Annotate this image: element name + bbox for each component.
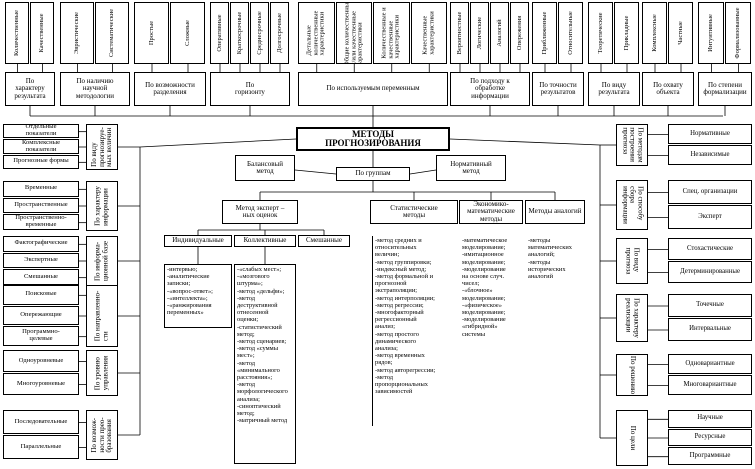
groups-to-normative	[409, 169, 437, 175]
left-item-l3-1: Экспертные	[3, 252, 79, 269]
top-item-t4-3: Долгосрочные	[270, 2, 289, 64]
top-category-t8: По виду результата	[588, 72, 640, 106]
top-category-t6: По подходу к обработке информации	[450, 72, 530, 106]
right-category-r3: По виду прогноза	[616, 238, 648, 284]
left-category-l3: По информа- ционной базе	[86, 236, 118, 286]
top-item-t2-0: Эвристические	[60, 2, 94, 64]
left-item-l1-2: Прогнозные формы	[3, 154, 79, 169]
right-item-r1-1: Независимые	[668, 145, 752, 165]
left-item-l1-1: Комплексные показатели	[3, 139, 79, 154]
individual-methods-list: -интервью; -аналитические записки; -«воп…	[164, 264, 232, 328]
left-category-l4: По направленно- сти	[86, 285, 118, 347]
top-category-t5: По используемым переменным	[298, 72, 448, 106]
statistical-methods: Статистические методы	[370, 200, 458, 224]
top-item-t7-0: Приближенные	[532, 2, 557, 64]
top-item-t8-0: Теоретические	[588, 2, 613, 64]
right-item-r3-1: Детерминированные	[668, 261, 752, 283]
right-to-center	[449, 138, 601, 146]
top-item-t9-1: Частные	[668, 2, 693, 64]
right-item-r6-1: Ресурсные	[668, 428, 752, 447]
left-item-l2-2: Пространственно- временные	[3, 214, 79, 230]
left-item-l6-1: Параллельные	[3, 435, 79, 459]
top-category-t10: По степени формализации	[698, 72, 752, 106]
top-item-t1-1: Качественные	[30, 2, 54, 64]
groups-to-balance	[294, 169, 337, 175]
top-item-t5-1: Общие количественные и/или качественные …	[335, 2, 372, 64]
right-item-r6-0: Научные	[668, 410, 752, 428]
left-item-l2-0: Временные	[3, 181, 79, 197]
left-category-l5: По уровню управления	[86, 350, 118, 396]
right-item-r4-1: Интервальные	[668, 318, 752, 341]
top-item-t1-0: Количественные	[5, 2, 29, 64]
econmath-methods-list: -математическое моделирование; -имитацио…	[462, 237, 508, 338]
left-item-l2-1: Пространственные	[3, 197, 79, 214]
top-item-t9-0: Комплексные	[642, 2, 667, 64]
top-item-t10-0: Интуитивные	[698, 2, 724, 64]
top-item-t4-2: Среднесрочные	[250, 2, 269, 64]
top-item-t4-0: Оперативные	[210, 2, 229, 64]
normative-method: Нормативный метод	[436, 155, 506, 181]
top-item-t5-2: Количественные и качественные характерис…	[373, 2, 410, 64]
left-item-l3-2: Смешанные	[3, 269, 79, 285]
groups-label: По группам	[336, 167, 410, 181]
left-item-l4-2: Программно- целевые	[3, 326, 79, 346]
top-item-t3-0: Простые	[134, 2, 169, 64]
right-item-r5-1: Многовариантные	[668, 375, 752, 395]
top-category-t2: По наличию научной методологии	[60, 72, 130, 106]
statistical-methods-list: -метод средних и относительных величин; …	[372, 236, 460, 426]
top-item-t3-1: Сложные	[170, 2, 205, 64]
analogy-methods-list: -методы математических аналогий; -методы…	[528, 237, 572, 281]
right-category-r1: По методам построения прогноза	[616, 124, 648, 166]
right-category-r6: По цели	[616, 410, 648, 466]
right-item-r2-1: Эксперт	[668, 205, 752, 229]
left-category-l2: По характеру информации	[86, 181, 118, 231]
balance-method: Балансовый метод	[235, 155, 295, 181]
left-item-l4-0: Поисковые	[3, 285, 79, 305]
top-item-t8-1: Прикладные	[614, 2, 639, 64]
top-category-t7: По точности результатов	[532, 72, 584, 106]
left-item-l4-1: Опережающие	[3, 305, 79, 326]
top-item-t7-1: Относительные	[558, 2, 583, 64]
top-item-t6-0: Вероятностные	[450, 2, 469, 64]
analogy-methods: Методы аналогий	[525, 200, 585, 224]
top-item-t10-1: Формализованные	[725, 2, 751, 64]
top-item-t2-1: Систематические	[95, 2, 129, 64]
top-item-t6-2: Аналогий	[490, 2, 509, 64]
econmath-methods: Экономико- математические методы	[459, 200, 523, 224]
expert-method: Метод эксперт – ных оценок	[222, 200, 298, 224]
right-category-r5: По решению	[616, 354, 648, 396]
center-title: МЕТОДЫ ПРОГНОЗИРОВАНИЯ	[296, 127, 450, 151]
top-item-t6-3: Опережения	[510, 2, 529, 64]
right-item-r6-2: Программные	[668, 447, 752, 465]
right-item-r4-0: Точечные	[668, 294, 752, 317]
left-category-l6: По возмож- ности прео- бразования	[86, 410, 118, 460]
top-item-t4-1: Краткосрочные	[230, 2, 249, 64]
right-item-r3-0: Стохастические	[668, 238, 752, 260]
left-to-center	[139, 138, 297, 148]
top-category-t1: По характеру результата	[5, 72, 55, 106]
mixed-group: Смешанные	[298, 235, 350, 247]
right-item-r5-0: Одновариантные	[668, 354, 752, 374]
left-item-l3-0: Фактографические	[3, 236, 79, 252]
individual-group: Индивидуальные	[164, 235, 232, 247]
top-category-t4: По горизонту	[210, 72, 290, 106]
top-category-t9: По охвату объекта	[642, 72, 694, 106]
right-item-r2-0: Спец. организации	[668, 180, 752, 204]
top-category-t3: По возможности разделения	[134, 72, 206, 106]
right-category-r4: По характеру реализации	[616, 294, 648, 342]
left-item-l5-0: Одноуровневые	[3, 350, 79, 372]
left-item-l5-1: Многоуровневые	[3, 373, 79, 395]
top-item-t6-1: Логические	[470, 2, 489, 64]
left-item-l1-0: Отдельные показатели	[3, 124, 79, 139]
left-item-l6-0: Последовательные	[3, 410, 79, 434]
left-category-l1: По виду прогнозируе- мых величин	[86, 124, 118, 170]
right-category-r2: По способу сбора информации	[616, 180, 648, 230]
collective-methods-list: -«слабых мест»; -«мозгового штурма»; -ме…	[234, 264, 296, 464]
collective-group: Коллективные	[234, 235, 296, 247]
top-item-t5-3: Качественные характеристики	[410, 2, 447, 64]
right-item-r1-0: Нормативные	[668, 124, 752, 144]
top-item-t5-0: Детальные количественные характеристики	[298, 2, 335, 64]
